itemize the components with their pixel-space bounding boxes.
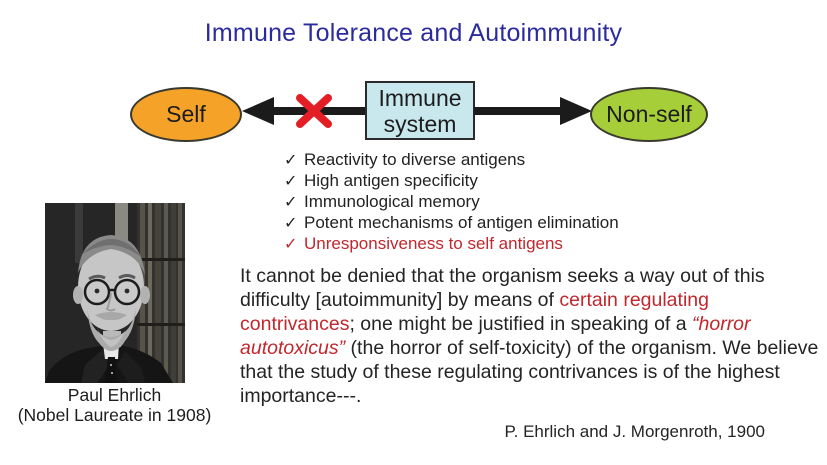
checkmark-icon: ✓ — [284, 215, 298, 232]
list-item: ✓ Potent mechanisms of antigen eliminati… — [284, 213, 619, 234]
nonself-ellipse: Non-self — [590, 87, 708, 142]
immune-system-label: Immune system — [378, 84, 462, 137]
list-item: ✓ High antigen specificity — [284, 171, 619, 192]
paul-ehrlich-photo — [45, 203, 185, 383]
checkmark-icon: ✓ — [284, 152, 298, 169]
list-item-label: High antigen specificity — [304, 171, 478, 190]
quote-segment: (the horror of self-toxicity) of the org… — [240, 337, 819, 407]
quote-segment: It cannot be denied that the organism se… — [240, 265, 765, 311]
list-item-label: Reactivity to diverse antigens — [304, 150, 526, 169]
quote-segment: ; one might be justified in speaking of … — [349, 313, 693, 335]
list-item-label: Potent mechanisms of antigen elimination — [304, 213, 619, 232]
checkmark-icon: ✓ — [284, 236, 298, 253]
list-item-highlighted: ✓ Unresponsiveness to self antigens — [284, 234, 619, 255]
self-label: Self — [166, 101, 206, 127]
page-title: Immune Tolerance and Autoimmunity — [204, 19, 623, 47]
immune-properties-list: ✓ Reactivity to diverse antigens ✓ High … — [284, 150, 619, 255]
caption-detail: (Nobel Laureate in 1908) — [17, 405, 212, 425]
quote-attribution: P. Ehrlich and J. Morgenroth, 1900 — [504, 422, 765, 441]
checkmark-icon: ✓ — [284, 173, 298, 190]
list-item-label: Unresponsiveness to self antigens — [304, 234, 563, 253]
list-item: ✓ Immunological memory — [284, 192, 619, 213]
arrow-right-icon — [474, 97, 592, 125]
quote-segment-red-italic: “horror autotoxicus” — [240, 313, 751, 359]
photo-caption: Paul Ehrlich (Nobel Laureate in 1908) — [6, 385, 223, 425]
checkmark-icon: ✓ — [284, 194, 298, 211]
list-item-label: Immunological memory — [304, 192, 480, 211]
nonself-label: Non-self — [606, 101, 692, 127]
quote-segment-red: certain regulating contrivances — [240, 289, 709, 335]
immune-system-box: Immune system — [365, 81, 475, 140]
quote-paragraph: It cannot be denied that the organism se… — [240, 264, 827, 408]
cross-icon — [296, 94, 332, 128]
list-item: ✓ Reactivity to diverse antigens — [284, 150, 619, 171]
self-ellipse: Self — [130, 87, 242, 142]
caption-name: Paul Ehrlich — [67, 385, 162, 405]
